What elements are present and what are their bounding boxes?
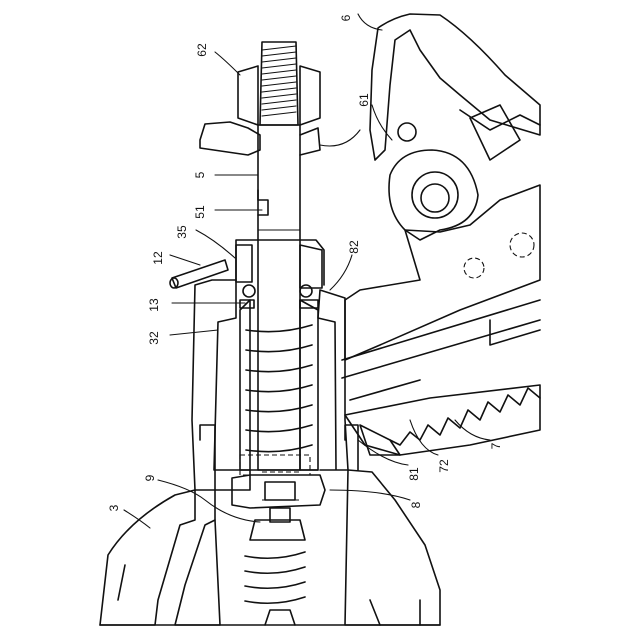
label-81: 81 xyxy=(407,467,421,481)
label-12: 12 xyxy=(151,251,165,265)
label-7: 7 xyxy=(489,442,503,449)
label-82: 82 xyxy=(347,240,361,254)
label-8: 8 xyxy=(409,501,423,508)
label-51: 51 xyxy=(193,205,207,219)
frame-right xyxy=(342,185,540,455)
lever-6 xyxy=(370,14,540,160)
label-72: 72 xyxy=(437,459,451,473)
label-32: 32 xyxy=(147,331,161,345)
plunger-8 xyxy=(232,455,325,540)
pivot-61 xyxy=(320,130,478,240)
nut-62 xyxy=(200,42,320,155)
leader-lines xyxy=(124,14,490,528)
spring-lower xyxy=(245,552,305,625)
piston-rod-5 xyxy=(258,125,300,470)
label-62: 62 xyxy=(195,43,209,57)
label-35: 35 xyxy=(175,225,189,239)
spring-inner xyxy=(246,325,312,452)
label-3: 3 xyxy=(107,504,121,511)
label-6: 6 xyxy=(339,14,353,21)
label-61: 61 xyxy=(357,93,371,107)
label-13: 13 xyxy=(147,298,161,312)
inner-sleeve xyxy=(240,300,318,470)
label-9: 9 xyxy=(143,474,157,481)
label-5: 5 xyxy=(193,171,207,178)
reference-numerals: 62 6 61 5 51 35 12 82 13 32 7 72 81 9 8 … xyxy=(107,14,503,511)
